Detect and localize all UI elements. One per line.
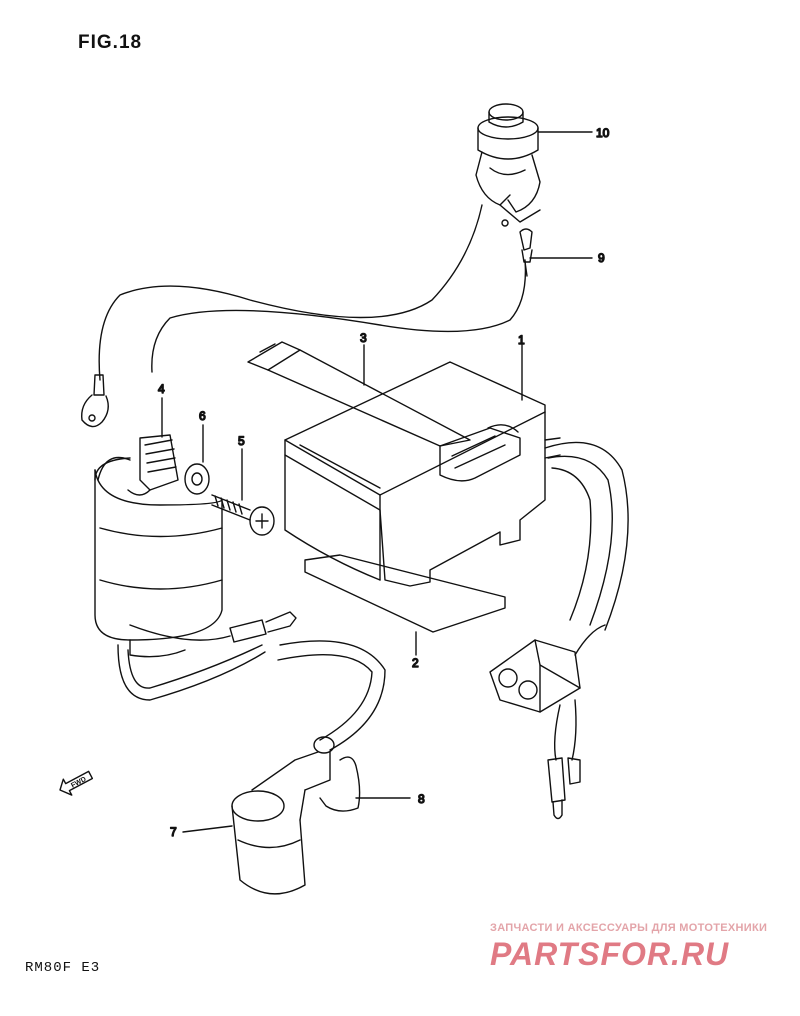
callout-4: 4 [158,382,165,396]
coil-lead-wire [129,624,231,641]
rubber-strap-part [247,341,521,482]
callout-8: 8 [418,792,425,806]
female-spade-terminals [547,757,581,820]
callout-7: 7 [170,825,177,839]
callout-9: 9 [598,251,605,265]
leader-lines [161,131,593,833]
callout-2: 2 [412,656,419,670]
figure-title: FIG.18 [78,32,143,53]
bullet-terminal [229,611,297,643]
callout-1: 1 [518,333,525,347]
rubber-pad-part [304,554,506,633]
model-code: RM80F E3 [25,960,101,976]
callout-5: 5 [238,434,245,448]
harness-wires [544,441,629,631]
spade-terminal-part [519,228,533,277]
washer-part [184,463,210,495]
callout-6: 6 [199,409,206,423]
coupler-part [489,624,606,713]
plug-cap-clip-part [319,756,361,812]
callout-10: 10 [596,126,610,140]
fwd-arrow: FWD [59,770,94,796]
ht-lead-lower [277,640,386,751]
ring-terminal [81,374,109,428]
plug-cap-part [231,736,335,895]
screw-part [211,494,275,536]
switch-wire-lower [151,259,527,373]
ht-lead [117,644,266,701]
switch-wire [98,204,483,381]
callout-3: 3 [360,331,367,345]
ignition-coil-part [94,434,223,658]
harness-upper [544,437,561,459]
coupler-wires [553,699,577,761]
cdi-unit-part [284,361,546,587]
watermark-logo: PARTSFOR.RU [490,936,730,972]
watermark-tagline: ЗАПЧАСТИ И АКСЕССУАРЫ ДЛЯ МОТОТЕХНИКИ [490,922,768,934]
kill-switch-part [475,103,541,227]
fwd-arrow-label: FWD [70,776,87,790]
